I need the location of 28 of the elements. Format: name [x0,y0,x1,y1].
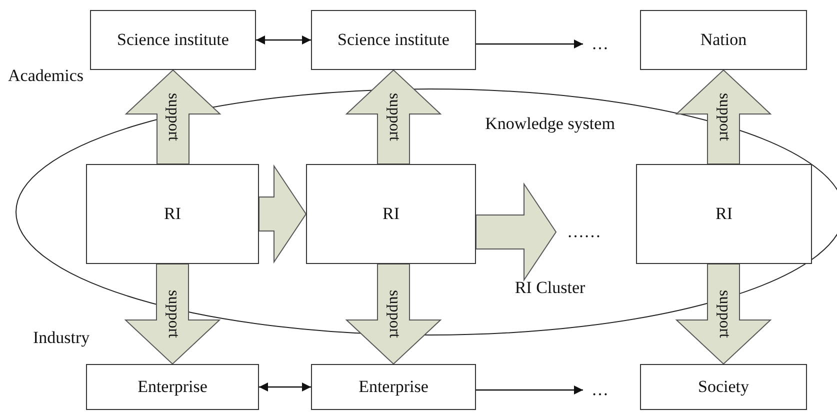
entity-box: Nation [640,10,807,70]
ellipsis-text: … [583,376,617,404]
edge-label: support [716,289,732,339]
arrow [476,386,583,394]
entity-box: Science institute [311,10,476,70]
ellipsis-text: …… [556,218,612,246]
cluster-label: RI Cluster [514,278,586,298]
ellipsis-text: … [583,30,617,58]
entity-box: Enterprise [86,364,259,410]
arrow [256,36,311,44]
arrow [259,382,311,392]
entity-box: Society [640,364,807,410]
group-label: Industry [33,328,90,348]
entity-box: RI [86,164,259,264]
block-arrow [476,182,557,282]
group-label: Academics [8,66,84,86]
entity-box: Enterprise [311,364,476,410]
edge-label: support [164,289,180,339]
arrow [476,40,583,48]
block-arrow [258,164,307,264]
cluster-label: Knowledge system [485,114,615,134]
entity-box: RI [636,164,812,264]
edge-label: support [716,92,732,142]
edge-label: support [165,92,181,142]
edge-label: support [386,92,402,142]
edge-label: support [386,289,402,339]
entity-box: RI [306,164,476,264]
entity-box: Science institute [90,10,256,70]
